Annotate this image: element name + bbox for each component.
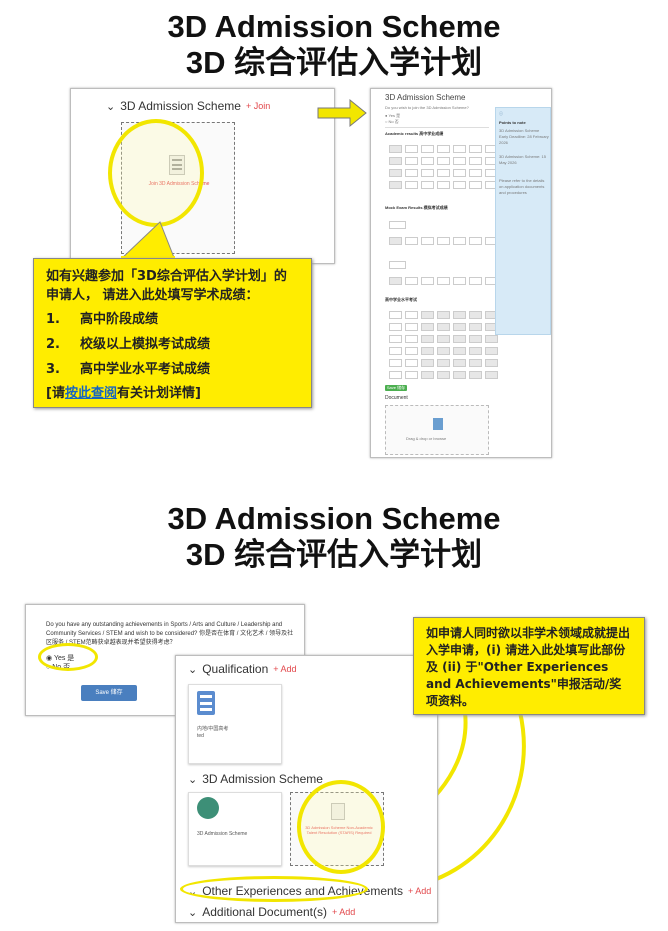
additional-add-link[interactable]: + Add [331,907,356,917]
callout-item-3: 3.高中学业水平考试成绩 [46,362,210,377]
qualification-header: ⌄ Qualification + Add [188,662,297,676]
form-no[interactable]: ○ No 否 [385,119,399,124]
chevron-down-icon: ⌄ [188,773,198,786]
scheme-card[interactable]: 3D Admission Scheme [188,792,282,866]
save-button[interactable]: Save 储存 [81,685,137,701]
yes-no-highlight [38,643,98,671]
qual-card-text: 内地/中国高考 [197,726,229,732]
medal-icon [197,797,219,819]
form-save-button[interactable]: Save 储存 [385,385,407,391]
details-link[interactable]: 按此查阅 [64,386,117,401]
mock-row[interactable] [389,277,498,285]
academic-heading: Academic results 高中学业成绩 [385,131,444,136]
document-heading: Document [385,395,408,401]
upload-icon [433,418,443,430]
academic-row[interactable] [389,169,498,177]
chevron-down-icon: ⌄ [188,663,198,676]
mock-row[interactable] [389,237,498,245]
callout-item-2: 2.校级以上模拟考试成绩 [46,337,210,352]
callout-intro: 如有兴趣参加「3D综合评估入学计划」的申请人， 请进入此处填写学术成绩： [46,269,287,303]
additional-header: ⌄ Additional Document(s) + Add [188,905,355,919]
stars-highlight [297,780,385,874]
sidebar-line: 3D Admission Scheme Early Deadline: 28 F… [499,128,549,145]
academic-row[interactable] [389,181,498,189]
points-to-note-sidebar: ⓘ Points to note 3D Admission Scheme Ear… [495,107,551,335]
scheme-header: ⌄ 3D Admission Scheme [188,772,323,786]
qualification-add-link[interactable]: + Add [273,664,297,674]
building-icon [197,691,215,715]
bottom-title-zh: 3D 综合评估入学计划 [185,537,483,572]
qualification-label: Qualification [202,662,269,676]
divider [385,127,489,128]
upload-dropzone[interactable]: Drag & drop or browse [385,405,489,455]
prof-row[interactable] [389,347,498,355]
form-question: Do you wish to join the 3D Admission Sch… [385,105,469,110]
academic-row[interactable] [389,145,498,153]
form-title: 3D Admission Scheme [385,93,466,102]
top-form-panel: 3D Admission Scheme Do you wish to join … [370,88,552,458]
top-join-highlight [108,119,204,227]
chevron-down-icon: ⌄ [188,906,198,919]
bottom-title-en: 3D Admission Scheme [167,501,501,536]
proficiency-heading: 高中学业水平考试 [385,297,417,302]
top-join-link[interactable]: + Join [245,101,271,111]
prof-row[interactable] [389,311,498,319]
chevron-down-icon: ⌄ [106,100,116,113]
bottom-callout-text: 如申请人同时欲以非学术领域成就提出入学申请，(i) 请进入此处填写此部份及 (i… [426,626,631,708]
stars-question: Do you have any outstanding achievements… [46,622,294,646]
scheme-card-label: 3D Admission Scheme [197,831,248,837]
bottom-callout: 如申请人同时欲以非学术领域成就提出入学申请，(i) 请进入此处填写此部份及 (i… [413,617,645,715]
form-yes[interactable]: ● Yes 是 [385,113,401,118]
sidebar-line: 3D Admission Scheme: 15 May 2026 [499,154,546,165]
sidebar-line: Please refer to the details on applicati… [499,178,545,195]
top-title-zh: 3D 综合评估入学计划 [185,45,483,80]
additional-label: Additional Document(s) [202,905,327,919]
qual-card-sub: ted [197,733,204,739]
mock-row[interactable] [389,221,406,229]
scheme-label: 3D Admission Scheme [202,772,323,786]
other-add-link[interactable]: + Add [408,886,432,896]
top-title-en: 3D Admission Scheme [167,9,501,44]
prof-row[interactable] [389,335,498,343]
qualification-card[interactable]: 内地/中国高考 ted [188,684,282,764]
mock-row[interactable] [389,261,406,269]
upload-label: Drag & drop or browse [406,436,447,441]
prof-row[interactable] [389,371,498,379]
top-section-label: 3D Admission Scheme [120,99,241,113]
prof-row[interactable] [389,323,498,331]
top-callout: 如有兴趣参加「3D综合评估入学计划」的申请人， 请进入此处填写学术成绩： 1.高… [33,258,312,408]
sidebar-heading: Points to note [499,120,526,125]
callout-footer: [请按此查阅有关计划详情] [46,386,201,401]
academic-row[interactable] [389,157,498,165]
callout-item-1: 1.高中阶段成绩 [46,312,158,327]
other-highlight [180,876,368,902]
prof-row[interactable] [389,359,498,367]
mock-heading: Mock Exam Results 模拟考试成绩 [385,205,448,210]
top-section-header: ⌄ 3D Admission Scheme + Join [106,99,270,113]
info-icon: ⓘ [499,111,503,116]
